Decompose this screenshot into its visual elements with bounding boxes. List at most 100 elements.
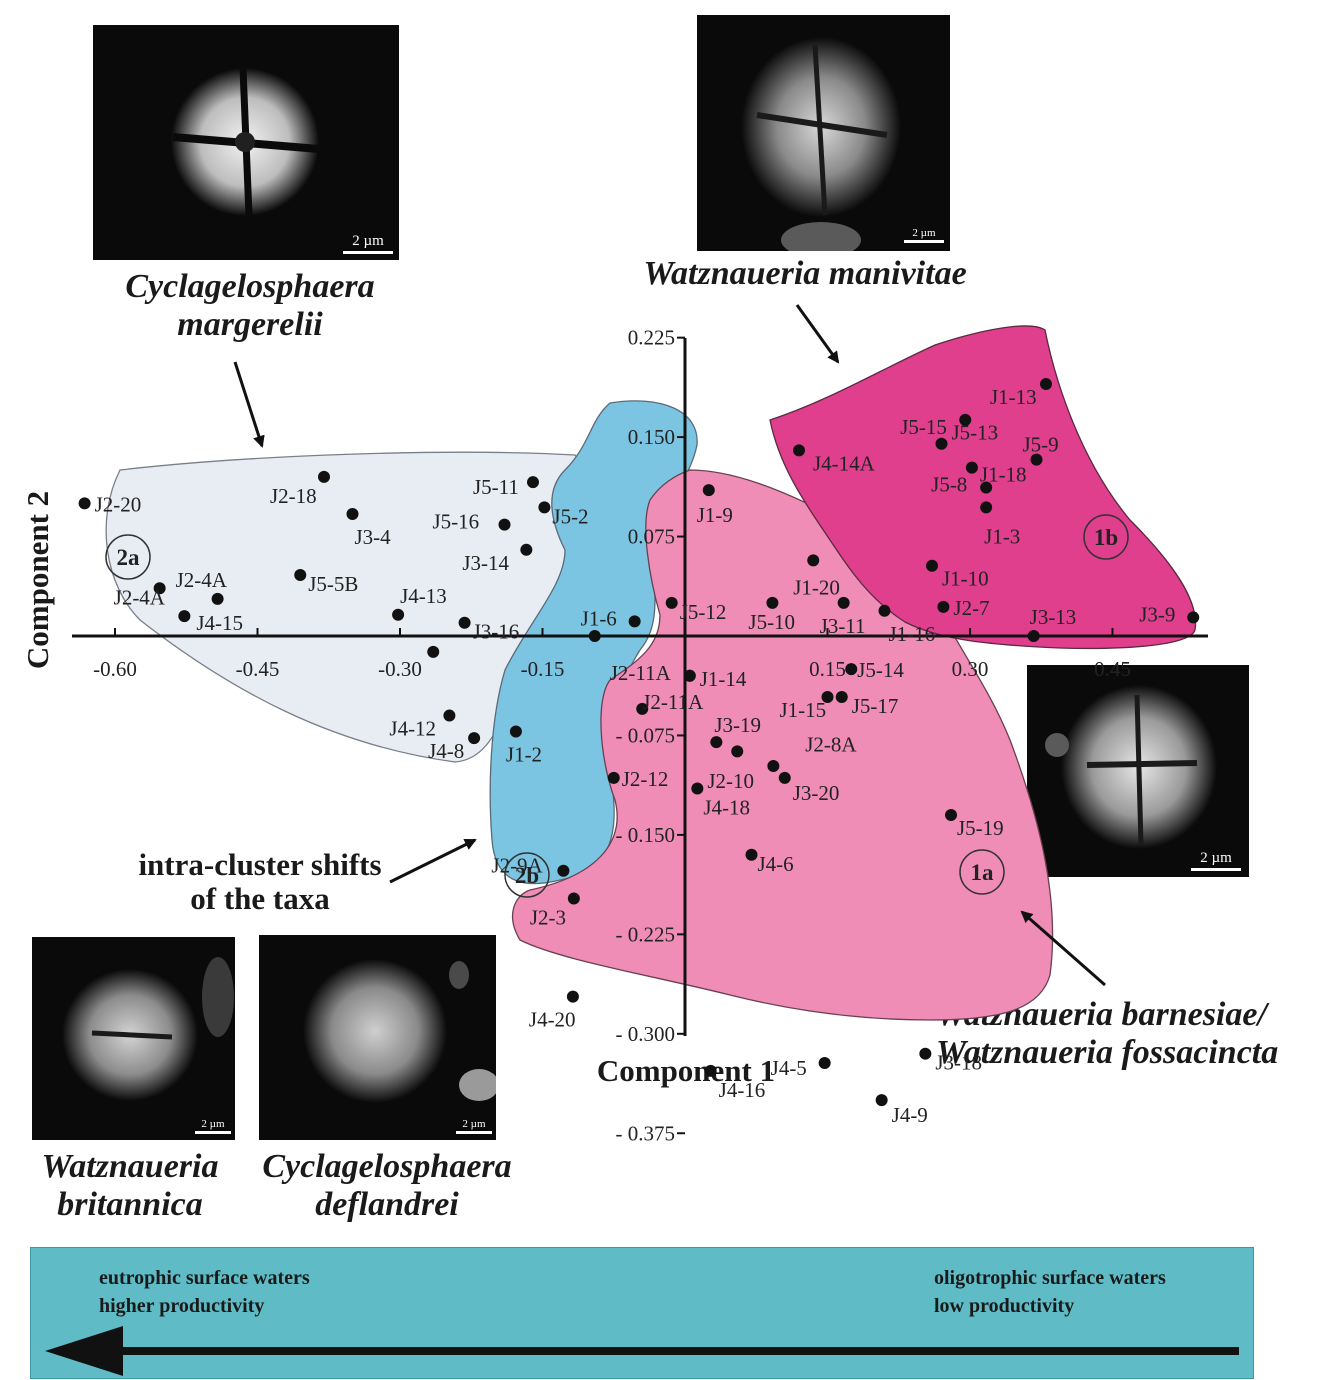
point-label: J5-9 (1023, 433, 1059, 457)
point-label: J1-13 (990, 385, 1037, 409)
data-point (318, 470, 330, 483)
point-label: J3-20 (793, 781, 840, 805)
point-label: J4-16 (719, 1078, 766, 1102)
point-label: J2-10 (707, 769, 754, 793)
oligotrophic-label: oligotrophic surface waters low producti… (934, 1267, 1166, 1317)
point-label: J5-5B (308, 572, 358, 596)
point-label: J4-9 (892, 1103, 928, 1127)
y-tick-label: - 0.225 (616, 922, 676, 946)
point-label: J1-3 (984, 524, 1020, 548)
data-point (153, 582, 166, 595)
point-label: J5-11 (473, 475, 519, 499)
data-point (704, 1064, 717, 1077)
data-point (567, 892, 580, 905)
point-label: J3-19 (714, 713, 761, 737)
point-label: J3-13 (1030, 605, 1077, 629)
data-point (745, 848, 758, 861)
point-label: J3-11 (820, 614, 866, 638)
arrow-to-cluster-1b (795, 304, 840, 364)
point-label: J2-3 (530, 906, 566, 930)
arrow-to-cluster-2b (389, 838, 477, 884)
data-point (691, 782, 704, 795)
point-label: J5-15 (900, 415, 947, 439)
intra-cluster-annotation: intra-cluster shifts of the taxa (138, 847, 382, 916)
point-label: J2-8A (805, 732, 857, 756)
taxon-label-watznaueria-manivitae: Watznaueria manivitae (643, 255, 967, 292)
data-point (875, 1094, 888, 1107)
point-label: J4-8 (428, 739, 464, 763)
point-label: J3-9 (1139, 602, 1175, 626)
point-label: J2-12 (622, 767, 669, 791)
trophic-gradient-band: eutrophic surface waters higher producti… (30, 1247, 1254, 1379)
data-point (538, 501, 551, 514)
point-label: J2-4A (176, 568, 228, 592)
data-point (520, 543, 533, 556)
point-label: J5-8 (931, 472, 967, 496)
y-tick-label: 0.150 (628, 425, 675, 449)
scale-bar-label: 2 µm (201, 1118, 225, 1130)
point-label: J3-4 (355, 525, 392, 549)
point-label: J5-17 (852, 694, 899, 718)
x-tick-label: 0.45 (1094, 657, 1131, 681)
x-tick-label: -0.45 (236, 657, 280, 681)
point-label: J5-14 (857, 658, 904, 682)
y-tick-label: 0.225 (628, 326, 675, 350)
data-point (178, 610, 191, 623)
data-point (427, 645, 440, 658)
y-tick-label: - 0.075 (616, 723, 676, 747)
data-point (945, 809, 957, 822)
point-label: J1-2 (506, 742, 542, 766)
taxon-label-cyclagelosphaera-deflandrei: Cyclagelosphaera deflandrei (262, 1148, 512, 1223)
y-axis-title: Component 2 (20, 491, 55, 669)
data-point (767, 759, 780, 772)
point-label: J2-11A (610, 661, 672, 685)
cluster-label: 2a (117, 545, 141, 570)
x-axis-title: Component 1 (597, 1053, 775, 1088)
point-label: J1-9 (697, 503, 733, 527)
point-label: J1-14 (700, 667, 747, 691)
data-point (1187, 611, 1200, 624)
data-point (527, 476, 539, 489)
data-point (835, 690, 848, 703)
point-label: J2-7 (953, 596, 989, 620)
point-label: J3-16 (473, 620, 520, 644)
micrograph-watznaueria-britannica: 2 µm (32, 937, 235, 1140)
x-tick-label: -0.30 (378, 657, 422, 681)
point-label: J4-6 (758, 852, 794, 876)
data-point (980, 481, 993, 494)
data-point (636, 702, 649, 715)
data-point (628, 615, 641, 628)
data-point (731, 745, 744, 758)
data-point (818, 1056, 831, 1069)
trophic-arrow (45, 1326, 1239, 1376)
taxon-label-cyclagelosphaera-margerelii: Cyclagelosphaera margerelii (125, 268, 375, 343)
data-point (821, 690, 834, 703)
cluster-label-circle (105, 534, 151, 580)
data-point (566, 990, 579, 1003)
taxon-label-watznaueria-britannica: Watznaueria britannica (41, 1148, 219, 1223)
point-label: J4-12 (389, 717, 436, 741)
point-label: J2-11A (642, 690, 704, 714)
data-point (926, 559, 938, 572)
point-label: J5-2 (552, 504, 588, 528)
data-point (935, 437, 948, 450)
cluster-label-circle (959, 849, 1005, 895)
point-label: J2-18 (270, 484, 317, 508)
y-tick-label: - 0.150 (616, 823, 676, 847)
data-point (980, 501, 993, 514)
x-tick-label: -0.60 (93, 657, 137, 681)
point-label: J5-16 (433, 510, 480, 534)
data-point (807, 554, 820, 567)
data-point (710, 736, 723, 749)
data-point (1040, 378, 1052, 391)
data-point (458, 616, 471, 629)
point-label: J4-20 (529, 1008, 576, 1032)
data-point (919, 1047, 932, 1060)
data-point (1030, 453, 1043, 466)
point-label: J3-18 (935, 1051, 982, 1075)
micrograph-watznaueria-manivitae: 2 µm (697, 15, 950, 251)
data-point (965, 461, 978, 474)
cluster-label-circle (504, 852, 550, 898)
eutrophic-label: eutrophic surface waters higher producti… (99, 1267, 310, 1317)
